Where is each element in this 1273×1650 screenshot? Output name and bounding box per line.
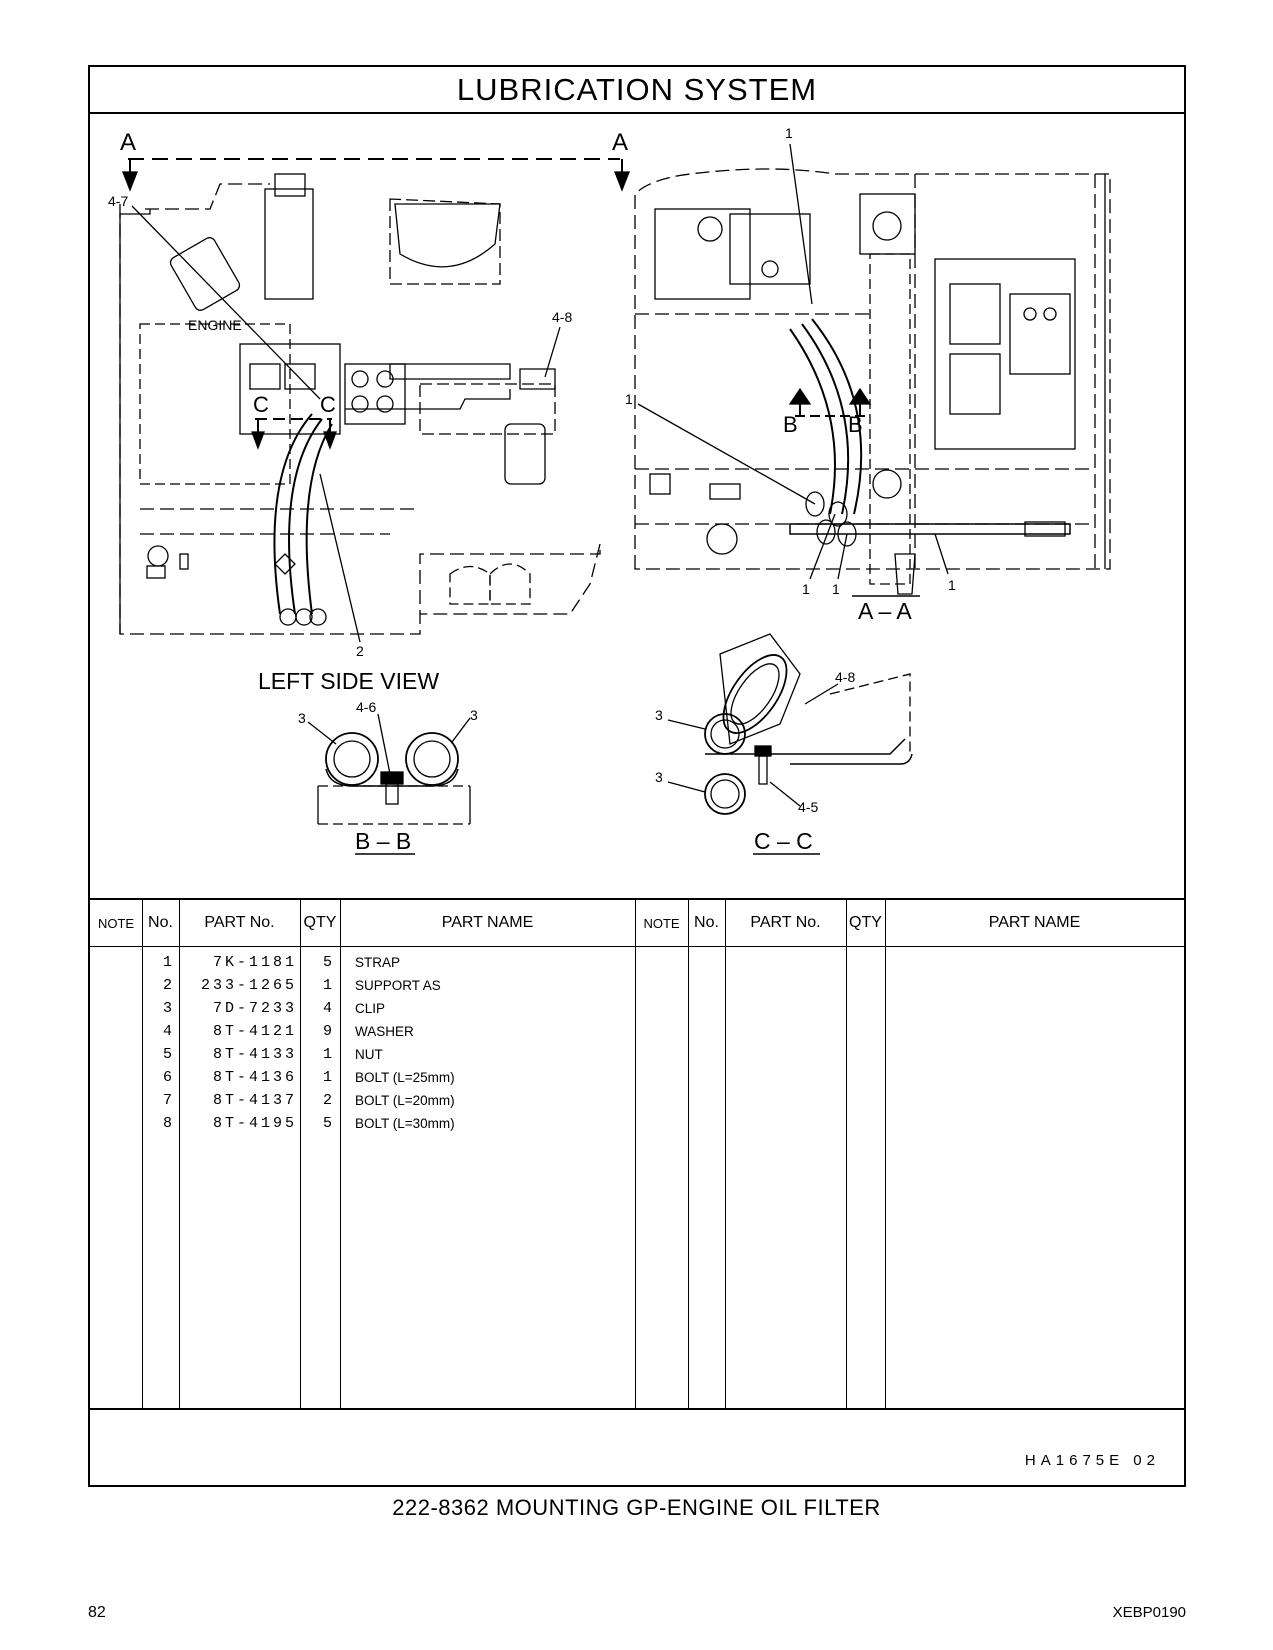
engine-label: ENGINE (188, 317, 242, 333)
row-qty: 5 (322, 1115, 332, 1132)
callout-4-8: 4-8 (552, 309, 572, 325)
row-part-no: 233-1265 (200, 977, 297, 994)
assembly-title: 222-8362 MOUNTING GP-ENGINE OIL FILTER (392, 1495, 881, 1520)
row-qty: 1 (322, 1046, 332, 1063)
bb-detail-drawing (307, 713, 471, 855)
row-qty: 2 (322, 1092, 332, 1109)
section-label-b-right: B (848, 412, 863, 437)
row-part-name: SUPPORT AS (355, 978, 441, 993)
view-title-cc: C – C (754, 828, 813, 854)
cc-detail-drawing (667, 633, 913, 855)
drawing-code: HA1675E 02 (1024, 1452, 1160, 1469)
aa-view-drawing (634, 143, 1111, 597)
left-side-view-drawing (119, 173, 601, 643)
row-qty: 5 (322, 954, 332, 971)
header-qty-right: QTY (849, 914, 882, 931)
callout-cc-4-5: 4-5 (798, 799, 818, 815)
callout-4-7: 4-7 (108, 193, 128, 209)
technical-drawing: A A (90, 114, 1184, 902)
row-no: 8 (162, 1115, 172, 1132)
header-part-no-right: PART No. (750, 914, 821, 931)
header-part-no-left: PART No. (204, 914, 275, 931)
callout-2: 2 (356, 643, 364, 659)
callout-cc-4-8: 4-8 (835, 669, 855, 685)
row-no: 2 (162, 977, 172, 994)
row-part-no: 7D-7233 (212, 1000, 297, 1017)
row-part-name: STRAP (355, 955, 401, 970)
section-label-b-left: B (783, 412, 798, 437)
table-row: 6 8T-4136 1 BOLT (L=25mm) (90, 1066, 1184, 1089)
table-row: 8 8T-4195 5 BOLT (L=30mm) (90, 1112, 1184, 1135)
row-part-name: BOLT (L=20mm) (355, 1093, 455, 1108)
row-part-no: 8T-4137 (212, 1092, 297, 1109)
view-title-bb: B – B (355, 828, 411, 854)
callout-1-mid: 1 (625, 391, 633, 407)
row-part-name: BOLT (L=30mm) (355, 1116, 455, 1131)
section-label-c-left: C (253, 392, 269, 417)
page-frame: LUBRICATION SYSTEM A A (88, 65, 1186, 1487)
row-part-no: 8T-4121 (212, 1023, 297, 1040)
table-row: 7 8T-4137 2 BOLT (L=20mm) (90, 1089, 1184, 1112)
page-title: LUBRICATION SYSTEM (90, 67, 1184, 114)
row-qty: 1 (322, 1069, 332, 1086)
header-no-right: No. (694, 914, 719, 931)
view-title-left-side: LEFT SIDE VIEW (258, 668, 439, 694)
header-part-name-right: PART NAME (988, 914, 1081, 931)
callout-1-bottom-a: 1 (802, 581, 810, 597)
row-no: 5 (162, 1046, 172, 1063)
callout-bb-3-right: 3 (470, 707, 478, 723)
document-id: XEBP0190 (1112, 1604, 1186, 1621)
row-part-no: 8T-4136 (212, 1069, 297, 1086)
row-no: 1 (162, 954, 172, 971)
header-note-right: NOTE (643, 915, 680, 931)
row-part-name: WASHER (355, 1024, 414, 1039)
header-no-left: No. (148, 914, 173, 931)
header-note-left: NOTE (97, 915, 135, 931)
table-row: 4 8T-4121 9 WASHER (90, 1020, 1184, 1043)
row-part-name: CLIP (355, 1001, 386, 1016)
row-qty: 1 (322, 977, 332, 994)
callout-cc-3-upper: 3 (655, 707, 663, 723)
section-label-c-right: C (320, 392, 336, 417)
view-title-aa: A – A (858, 598, 912, 624)
parts-table: NOTE No. PART No. QTY PART NAME NOTE No.… (90, 898, 1184, 1410)
row-no: 3 (162, 1000, 172, 1017)
row-no: 6 (162, 1069, 172, 1086)
callout-bb-3-left: 3 (298, 710, 306, 726)
callout-1-top: 1 (785, 125, 793, 141)
section-label-a-left: A (120, 129, 136, 156)
row-part-no: 8T-4133 (212, 1046, 297, 1063)
row-no: 7 (162, 1092, 172, 1109)
row-no: 4 (162, 1023, 172, 1040)
page-number: 82 (88, 1604, 106, 1621)
table-row: 3 7D-7233 4 CLIP (90, 997, 1184, 1020)
row-part-no: 7K-1181 (212, 954, 297, 971)
table-row: 1 7K-1181 5 STRAP (90, 951, 1184, 974)
callout-bb-4-6: 4-6 (356, 699, 376, 715)
row-part-no: 8T-4195 (212, 1115, 297, 1132)
section-label-a-right: A (612, 129, 628, 156)
callout-1-bottom-b: 1 (832, 581, 840, 597)
row-part-name: NUT (355, 1047, 383, 1062)
row-part-name: BOLT (L=25mm) (355, 1070, 455, 1085)
table-row: 5 8T-4133 1 NUT (90, 1043, 1184, 1066)
section-line-a (122, 158, 630, 192)
row-qty: 4 (322, 1000, 332, 1017)
header-qty-left: QTY (303, 914, 337, 931)
header-part-name-left: PART NAME (441, 914, 534, 931)
callout-cc-3-lower: 3 (655, 769, 663, 785)
row-qty: 9 (322, 1023, 332, 1040)
callout-1-bottom-c: 1 (948, 577, 956, 593)
table-row: 2 233-1265 1 SUPPORT AS (90, 974, 1184, 997)
